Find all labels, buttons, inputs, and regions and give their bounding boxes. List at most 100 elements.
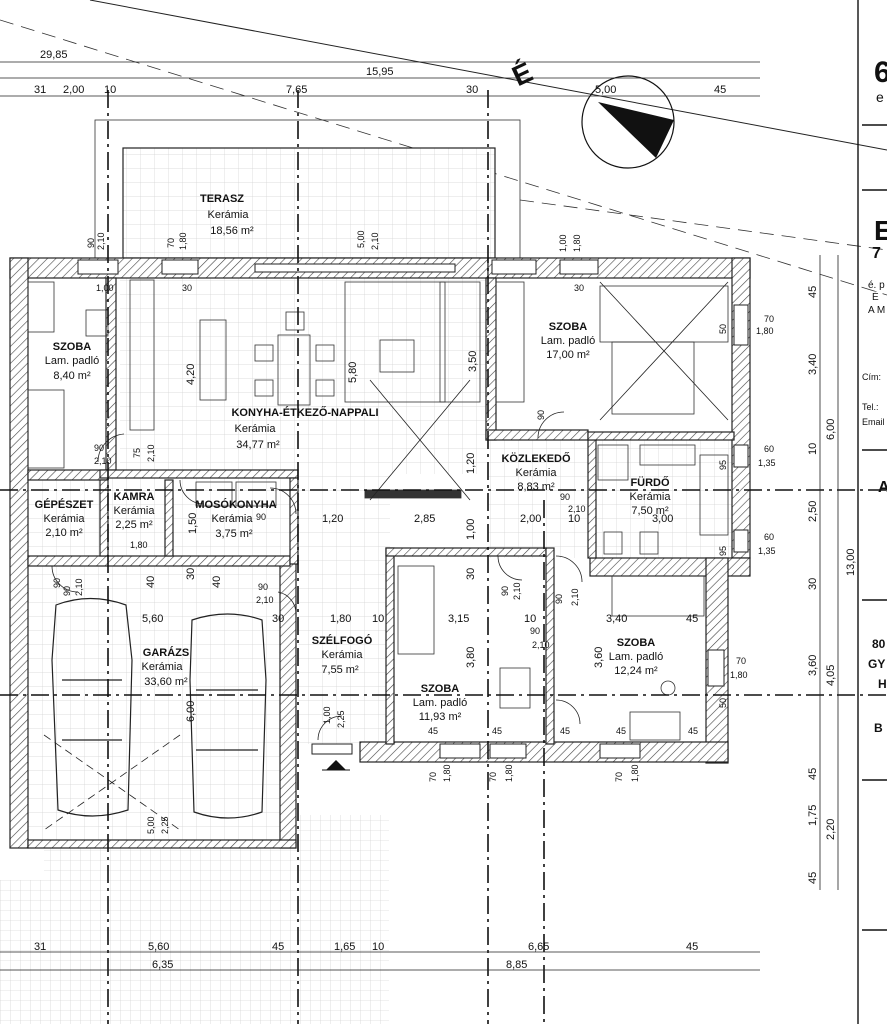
room-name-szelfogo: SZÉLFOGÓ	[312, 634, 373, 647]
terrace-area	[122, 147, 496, 259]
op-8w: 75	[132, 448, 142, 458]
tb-t8: Cím:	[862, 372, 881, 382]
room-name-szoba-mid: SZOBA	[421, 683, 460, 695]
room-area-szelfogo: 7,55 m²	[321, 664, 359, 676]
op-20h: 2,10	[570, 588, 580, 606]
room-area-furdo: 7,50 m²	[631, 505, 669, 517]
dim-180: 1,80	[330, 613, 351, 625]
dim-right-g: 30	[807, 578, 819, 590]
dim-580: 5,80	[347, 362, 359, 383]
op-26h: 1,80	[630, 764, 640, 782]
room-area-szoba-left: 8,40 m²	[53, 370, 91, 382]
room-material-szoba-bed: Lam. padló	[541, 335, 595, 347]
dim-45: 45	[686, 613, 698, 625]
op-9w: 70	[764, 314, 774, 324]
tb-t3: E	[874, 215, 887, 246]
room-material-kamra: Kerámia	[114, 505, 156, 517]
room-area-szoba-right: 12,24 m²	[614, 665, 658, 677]
dim-bot-c: 45	[272, 941, 284, 953]
dim-200: 2,00	[520, 513, 541, 525]
op-6: 30	[182, 283, 192, 293]
op-16: 1,80	[130, 540, 148, 550]
dim-10b: 10	[372, 613, 384, 625]
dim-right-j: 45	[807, 768, 819, 780]
dim-120: 1,20	[465, 453, 477, 474]
dim-340: 3,40	[606, 613, 627, 625]
opening-labels: 90 2,10 70 1,80 5,00 2,10 1,00 1,80 1,00…	[52, 230, 776, 834]
dim-right-k: 1,75	[807, 805, 819, 826]
op-5: 1,00	[96, 283, 114, 293]
dim-150: 1,50	[187, 513, 199, 534]
op-11w: 60	[764, 444, 774, 454]
op-29: 45	[428, 726, 438, 736]
op-32: 45	[560, 726, 570, 736]
dim-bot-a: 31	[34, 941, 46, 953]
dim-300: 3,00	[652, 513, 673, 525]
room-material-kozlekedo: Kerámia	[516, 467, 558, 479]
door-swings	[51, 411, 583, 741]
op-4w: 1,00	[558, 234, 568, 252]
dim-right-a: 45	[807, 286, 819, 298]
tb-t14: H	[878, 677, 887, 691]
op-6b: 30	[574, 283, 584, 293]
tb-t4: 7	[872, 245, 881, 262]
op-8h: 2,10	[146, 444, 156, 462]
dim-bot-d: 1,65	[334, 941, 355, 953]
dim-bot-total-b: 8,85	[506, 959, 527, 971]
op-25w: 70	[488, 772, 498, 782]
op-33: 45	[688, 726, 698, 736]
dim-10c: 10	[524, 613, 536, 625]
dim-100: 1,00	[465, 519, 477, 540]
tb-t5: é. p	[868, 280, 885, 291]
op-19h: 2,10	[512, 582, 522, 600]
op-23h: 2,25	[160, 816, 170, 834]
op-7h: 2,10	[94, 456, 112, 466]
room-name-szoba-right: SZOBA	[617, 637, 656, 649]
dim-top-e: 30	[466, 84, 478, 96]
op-23w: 5,00	[146, 816, 156, 834]
op-10: 50	[718, 324, 728, 334]
room-area-gepeszet: 2,10 m²	[45, 527, 83, 539]
tb-t6: É	[872, 290, 879, 303]
title-block: 6 e E 7 é. p É A M Cím: Tel.: Email A 80…	[857, 0, 887, 1024]
dim-315: 3,15	[448, 613, 469, 625]
dim-380: 3,80	[465, 647, 477, 668]
room-material-konyha: Kerámia	[235, 423, 277, 435]
site-boundary	[89, 0, 887, 151]
dim-right-e: 2,50	[807, 501, 819, 522]
op-18w: 90	[258, 582, 268, 592]
op-15h: 2,10	[568, 504, 586, 514]
north-label: É	[507, 56, 537, 92]
dim-30: 30	[272, 613, 284, 625]
tb-t1: 6	[874, 56, 887, 89]
op-22w: 1,00	[322, 706, 332, 724]
room-name-kozlekedo: KÖZLEKEDŐ	[501, 452, 571, 465]
op-25h: 1,80	[504, 764, 514, 782]
room-area-kamra: 2,25 m²	[115, 519, 153, 531]
op-13: 95	[718, 460, 728, 470]
op-35: 90	[52, 578, 62, 588]
setback-line-2	[519, 199, 887, 251]
dim-top-a: 31	[34, 84, 46, 96]
tb-t11: A	[878, 479, 887, 496]
dim-40b: 40	[211, 576, 223, 588]
op-1h: 2,10	[96, 232, 106, 250]
room-name-terasz: TERASZ	[200, 193, 244, 205]
dim-right-b: 3,40	[807, 354, 819, 375]
room-name-kamra: KAMRA	[114, 491, 155, 503]
dim-350: 3,50	[467, 351, 479, 372]
car-2	[189, 613, 267, 819]
dim-bot-e: 10	[372, 941, 384, 953]
dim-top-f: 5,00	[595, 84, 616, 96]
dim-right-i: 4,05	[825, 665, 837, 686]
tb-t9: Tel.:	[862, 402, 879, 412]
room-area-szoba-mid: 11,93 m²	[419, 711, 462, 723]
op-22h: 2,25	[336, 710, 346, 728]
dim-top-b: 2,00	[63, 84, 84, 96]
grid-axes	[0, 90, 887, 1024]
room-material-furdo: Kerámia	[630, 491, 672, 503]
dim-30c: 30	[465, 568, 477, 580]
dim-right-f: 13,00	[845, 548, 857, 576]
dim-top-total: 15,95	[366, 66, 394, 78]
op-27w: 90	[530, 626, 540, 636]
